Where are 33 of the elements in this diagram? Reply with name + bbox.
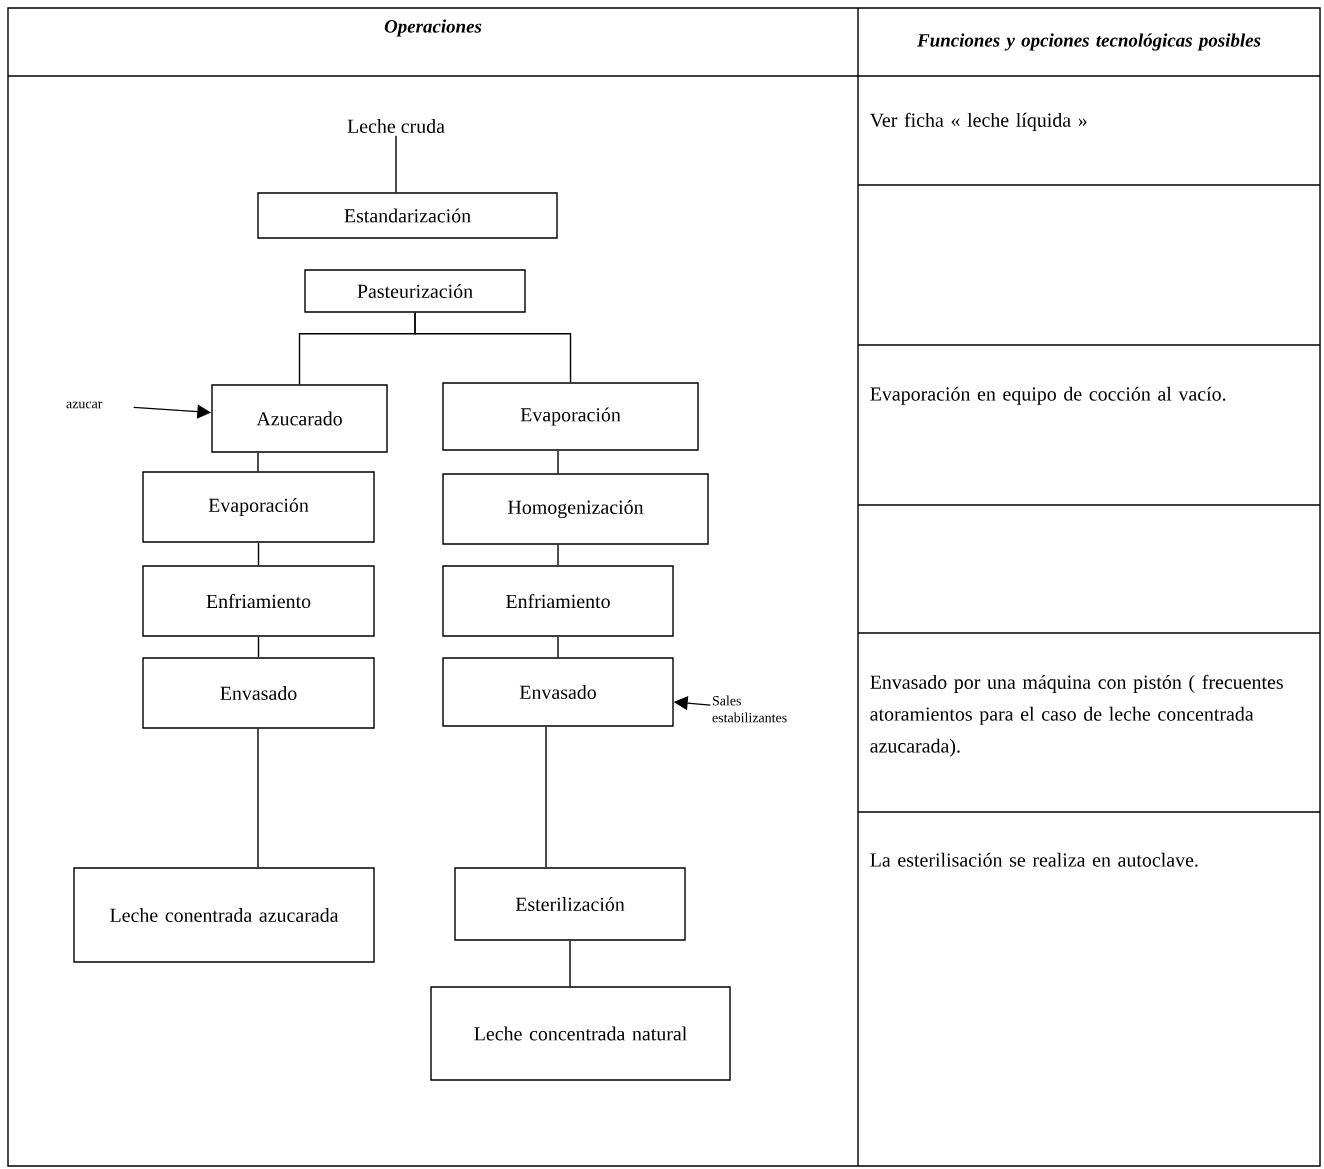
input-text: Leche cruda — [347, 119, 445, 133]
cell-text: Evaporación en equipo de cocción al vacío. — [870, 386, 1226, 405]
process-box: Enfriamiento — [142, 565, 375, 637]
connector-line — [545, 726, 547, 868]
process-box: Evaporación — [142, 471, 375, 543]
column-header: Funciones y opciones tecnológicas posibles — [917, 33, 1261, 51]
connector-line — [557, 544, 559, 566]
cell-text: La esterilisación se realiza en autoclave. — [870, 852, 1198, 867]
process-box: Homogenización — [442, 473, 709, 545]
process-box: Estandarización — [257, 192, 558, 239]
process-box: Envasado — [142, 657, 375, 729]
connector-line — [569, 940, 571, 987]
input-text: Sales estabilizantes — [712, 695, 787, 723]
process-box: Pasteurización — [304, 269, 526, 313]
process-box: Leche conentrada azucarada — [73, 867, 375, 963]
connector-line — [557, 450, 559, 474]
connector-line — [395, 135, 397, 193]
cell-text: Ver ficha « leche líquida » — [869, 112, 1087, 131]
process-box: Leche concentrada natural — [430, 986, 731, 1081]
connector-line — [557, 636, 559, 658]
connector-line — [414, 312, 572, 383]
process-box: Esterilización — [454, 867, 686, 941]
process-box: Enfriamiento — [442, 565, 674, 637]
cell-text: Envasado por una máquina con pistón ( frecuentes atoramientos para el caso de leche concentrada azucarada). — [870, 674, 1283, 757]
process-box: Envasado — [442, 657, 674, 727]
connector-line — [257, 728, 259, 868]
column-header: Operaciones — [384, 19, 482, 37]
connector-line — [257, 452, 259, 472]
process-box: Evaporación — [442, 382, 699, 451]
connector-line — [257, 542, 260, 566]
connector-line — [257, 636, 260, 658]
process-box: Azucarado — [211, 384, 388, 453]
input-text: azucar — [66, 401, 103, 409]
